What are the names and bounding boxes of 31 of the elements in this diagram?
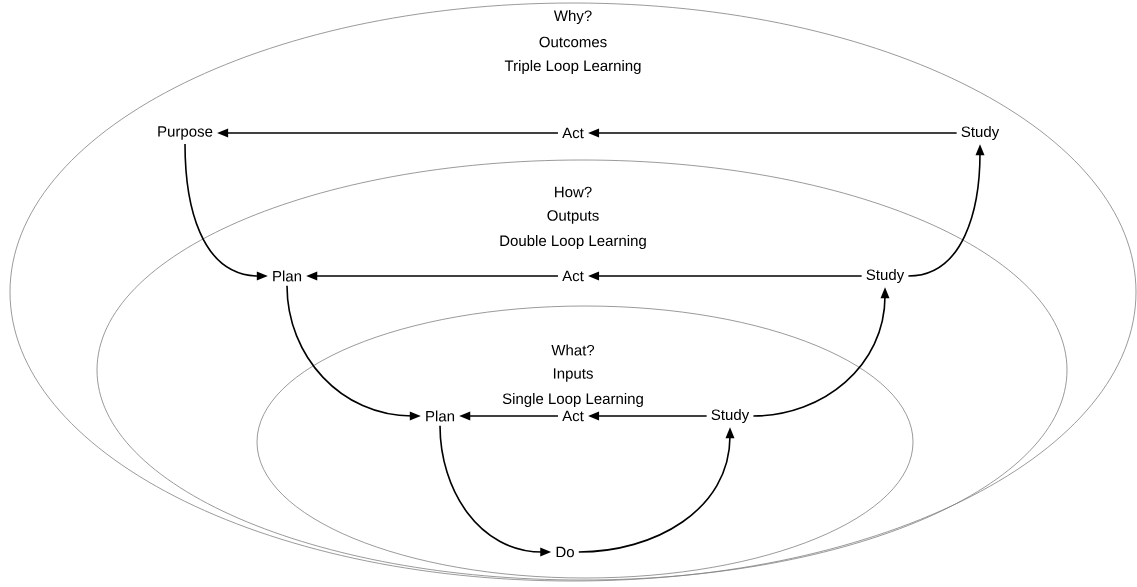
loop-heading: What? <box>551 344 595 356</box>
loop-heading: Why? <box>553 10 592 24</box>
step-label: Purpose <box>158 126 213 140</box>
step-label: Plan <box>426 410 455 422</box>
arrow <box>907 144 985 277</box>
step-label: Study <box>961 126 1000 140</box>
arrow <box>459 411 559 421</box>
loop-heading: Outputs <box>547 210 599 224</box>
arrow <box>588 128 958 138</box>
loop-heading: Outcomes <box>539 36 607 48</box>
arrow <box>286 284 421 421</box>
step-label: Act <box>562 270 584 282</box>
step-label: Study <box>866 269 905 283</box>
loop-heading: Double Loop Learning <box>500 235 646 249</box>
loop-heading: Triple Loop Learning <box>504 60 641 74</box>
step-label: Act <box>562 410 584 422</box>
step-label: Plan <box>273 270 302 282</box>
step-label: Do <box>556 546 574 558</box>
arrow <box>184 143 268 281</box>
arrow <box>578 427 735 553</box>
step-label: Study <box>711 409 750 423</box>
loop-heading: How? <box>555 186 592 198</box>
loop-heading: Single Loop Learning <box>502 393 643 407</box>
loop-heading: Inputs <box>553 368 593 382</box>
arrow <box>588 411 708 421</box>
step-label: Act <box>562 127 584 139</box>
arrow <box>588 271 863 281</box>
arrow <box>439 424 552 557</box>
arrow <box>306 271 559 281</box>
arrow <box>217 128 559 138</box>
arrow <box>752 287 890 417</box>
